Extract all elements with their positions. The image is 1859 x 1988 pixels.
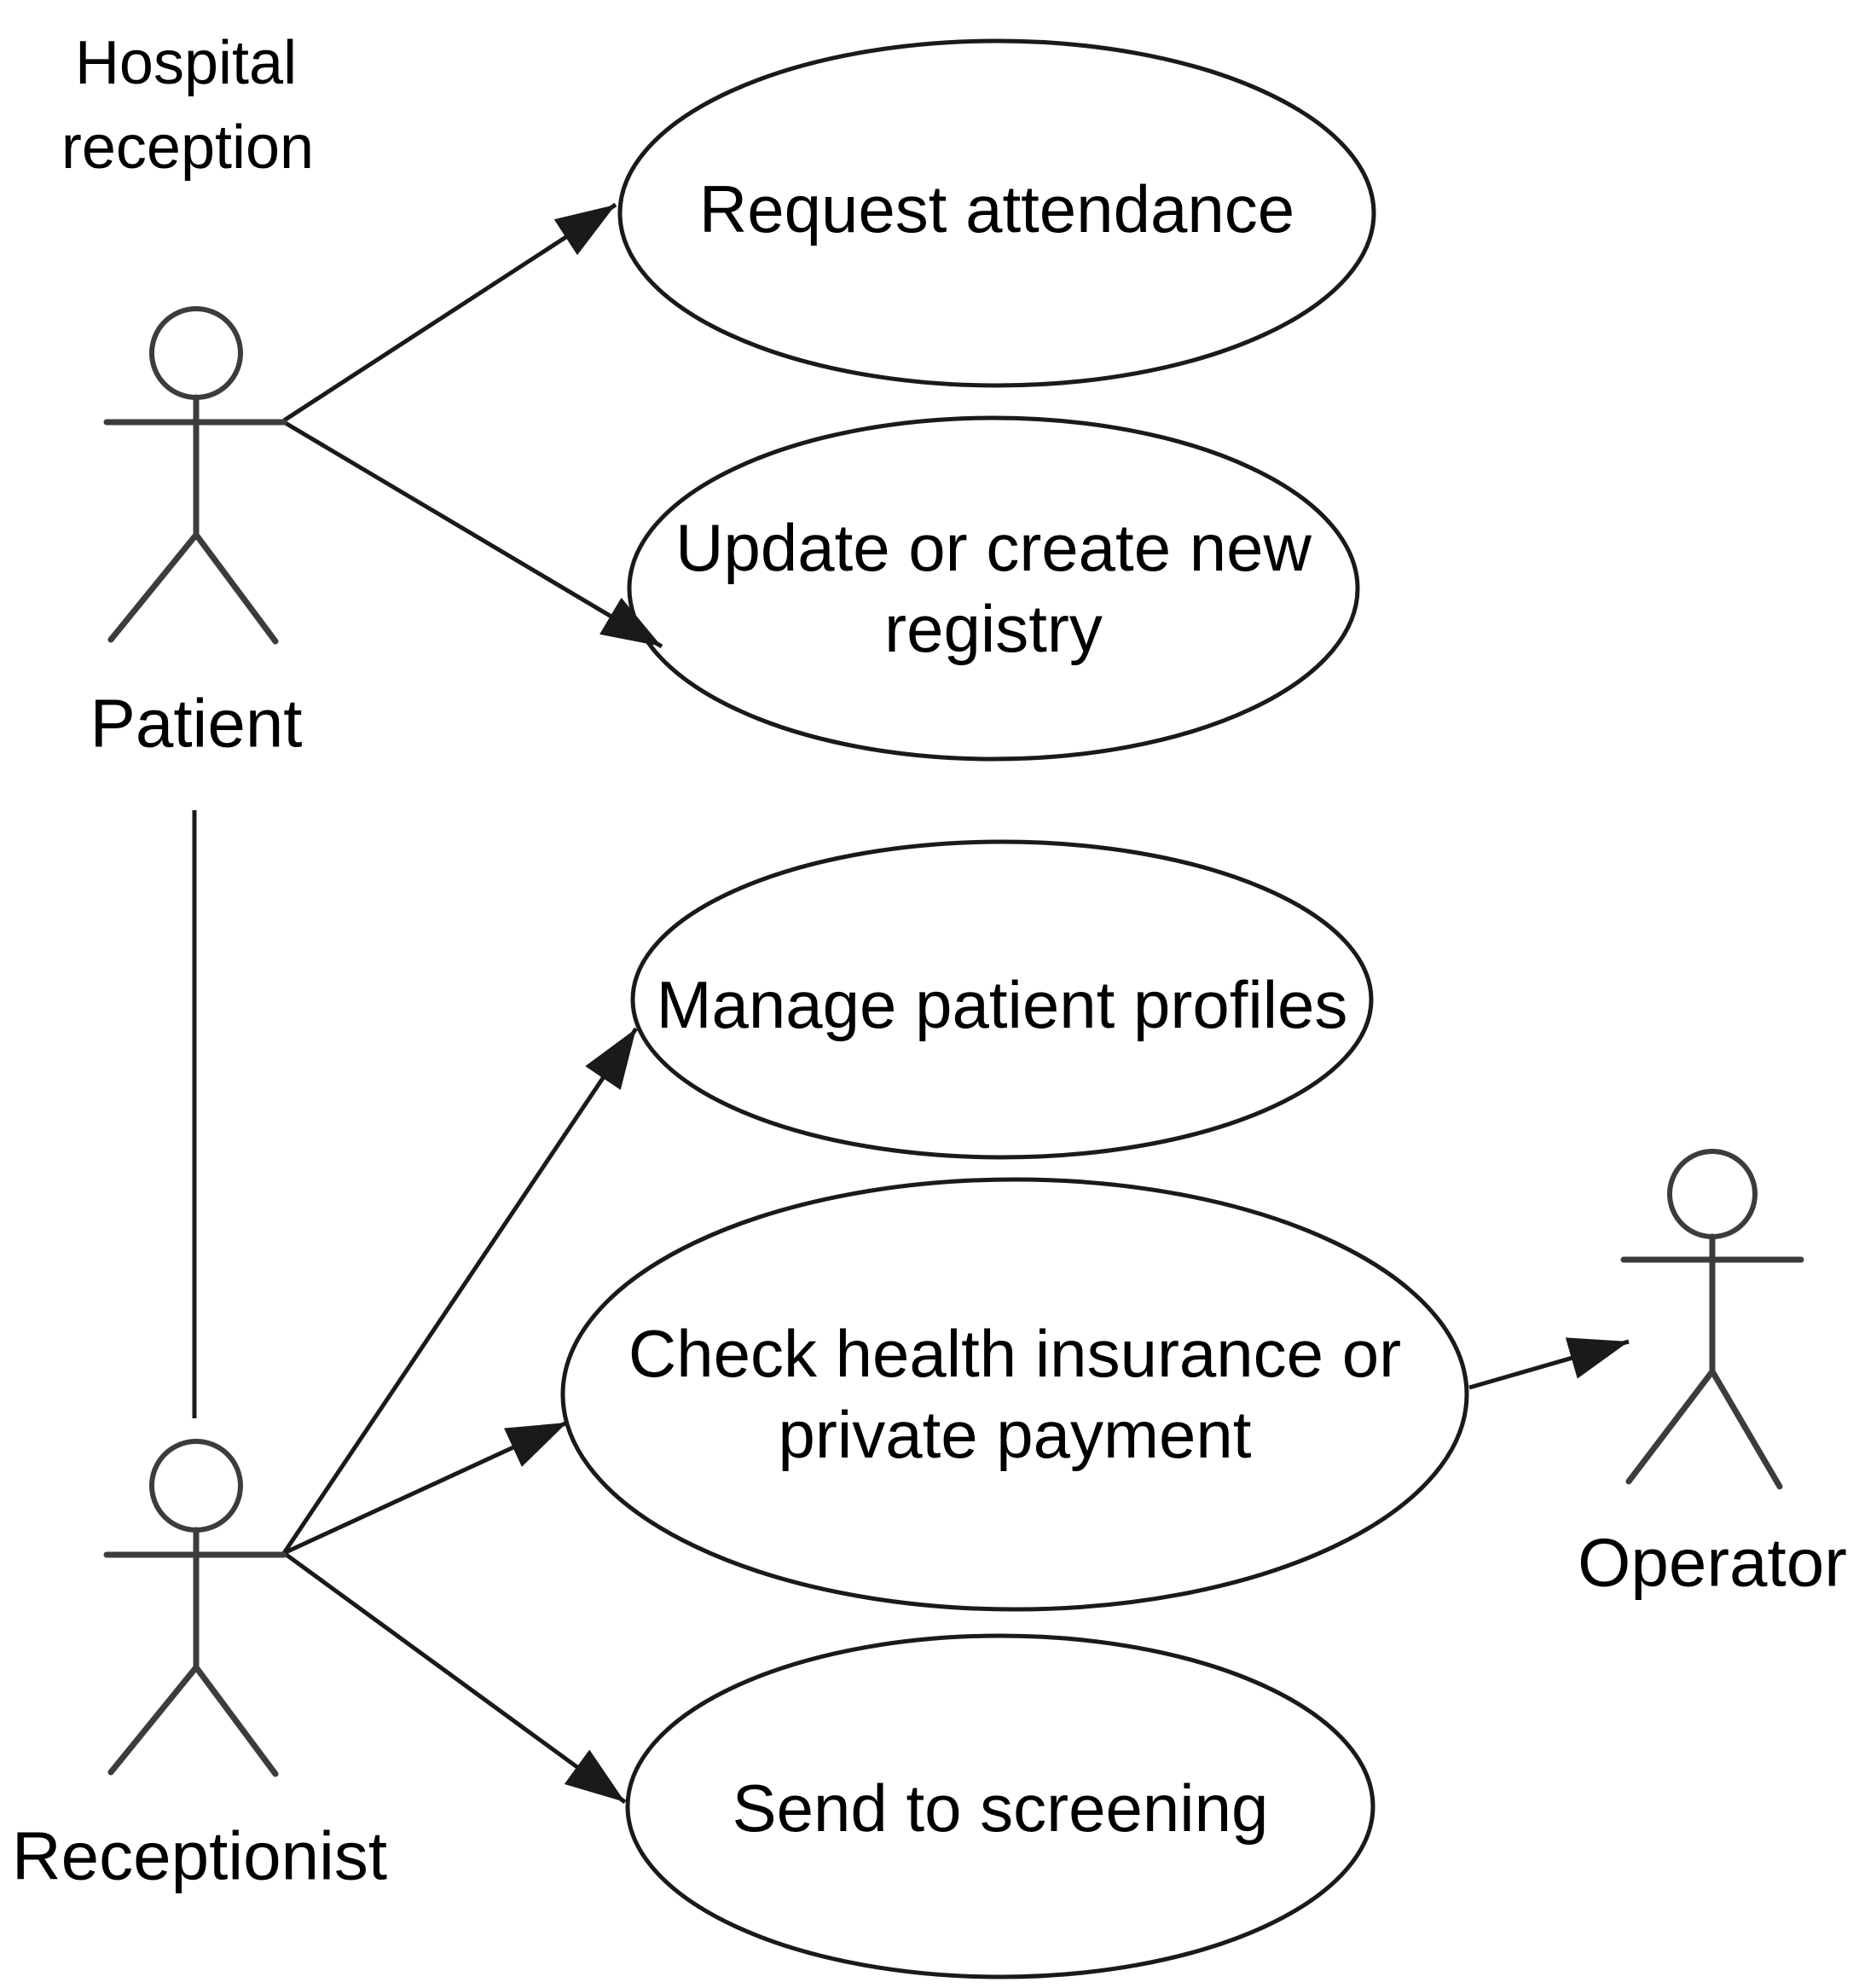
- usecase-manage-profiles-ellipse: [630, 839, 1374, 1160]
- receptionist-left-leg: [107, 1664, 200, 1776]
- association-receptionist-send-screening: [282, 1550, 627, 1805]
- usecase-request-attendance-ellipse: [617, 38, 1376, 388]
- usecase-send-screening-ellipse: [625, 1633, 1375, 1979]
- operator-head-icon: [1667, 1149, 1758, 1239]
- association-receptionist-manage-profiles: [281, 1027, 639, 1555]
- usecase-check-insurance-ellipse: [560, 1177, 1469, 1612]
- usecase-send-screening-label: Send to screening: [733, 1771, 1269, 1846]
- usecase-check-insurance-label-line1: Check health insurance or: [628, 1316, 1401, 1391]
- diagram-title: Hospital reception: [61, 29, 314, 182]
- receptionist-label: Receptionist: [12, 1818, 387, 1894]
- association-receptionist-check-insurance: [282, 1420, 569, 1556]
- patient-head-icon: [149, 306, 243, 400]
- patient-right-leg: [193, 531, 279, 645]
- usecase-check-insurance-label-line2: private payment: [779, 1397, 1252, 1472]
- association-check-insurance-operator: [1468, 1337, 1630, 1390]
- operator-label: Operator: [1578, 1525, 1847, 1601]
- usecase-request-attendance-label: Request attendance: [699, 171, 1294, 246]
- diagram-title-line2: reception: [61, 113, 314, 182]
- patient-label: Patient: [90, 686, 302, 762]
- patient-left-leg: [107, 531, 200, 643]
- usecase-update-registry-label-line1: Update or create new: [675, 510, 1312, 585]
- usecase-manage-profiles: Manage patient profiles: [630, 839, 1374, 1160]
- usecase-update-registry: Update or create new registry: [627, 415, 1360, 762]
- usecase-update-registry-ellipse: [627, 415, 1360, 762]
- actor-receptionist: Receptionist: [12, 1439, 387, 1894]
- diagram-title-line1: Hospital: [75, 29, 297, 97]
- association-patient-update-registry: [282, 420, 663, 649]
- receptionist-right-leg: [193, 1664, 279, 1777]
- usecase-check-insurance: Check health insurance or private paymen…: [560, 1177, 1469, 1612]
- operator-left-leg: [1625, 1368, 1716, 1485]
- usecase-manage-profiles-label: Manage patient profiles: [657, 967, 1348, 1042]
- usecase-request-attendance: Request attendance: [617, 38, 1376, 388]
- usecase-update-registry-label-line2: registry: [884, 591, 1103, 666]
- association-patient-request-attendance: [282, 202, 617, 423]
- associations: [192, 202, 1630, 1805]
- receptionist-head-icon: [149, 1439, 243, 1533]
- operator-right-leg: [1709, 1368, 1783, 1490]
- actor-patient: Patient: [90, 306, 303, 762]
- usecase-send-screening: Send to screening: [625, 1633, 1375, 1979]
- actor-operator: Operator: [1578, 1149, 1847, 1601]
